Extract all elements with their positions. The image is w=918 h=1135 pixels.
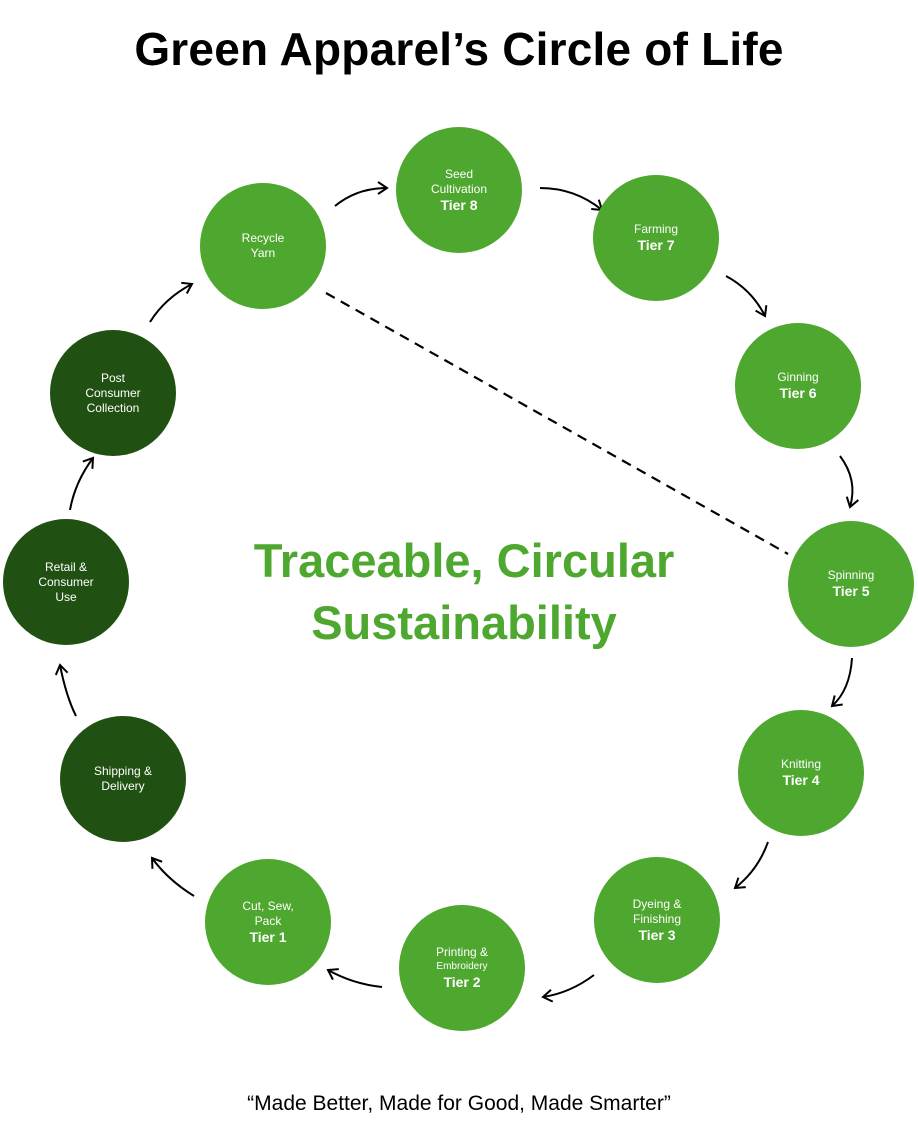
node-label-line: Consumer bbox=[38, 574, 94, 589]
node-tier-label: Tier 5 bbox=[832, 583, 870, 599]
flow-arrow bbox=[839, 455, 859, 509]
center-heading-line-1: Traceable, Circular bbox=[253, 534, 675, 587]
flow-arrow bbox=[539, 187, 604, 212]
node-label-line: Dyeing & bbox=[632, 896, 682, 911]
node-label-line: Seed bbox=[444, 166, 474, 181]
flow-arrow bbox=[733, 841, 769, 890]
flow-arrow bbox=[326, 968, 383, 988]
node-label-line: Pack bbox=[254, 913, 282, 928]
flow-arrow bbox=[149, 281, 194, 323]
node-label-line: Cultivation bbox=[430, 181, 488, 196]
node-label-line: Ginning bbox=[777, 370, 819, 384]
node-tier-label: Tier 6 bbox=[779, 385, 817, 401]
flow-arrow bbox=[69, 456, 95, 511]
node-label-line: Shipping & bbox=[93, 764, 153, 778]
node-tier-label: Tier 2 bbox=[443, 974, 481, 990]
flow-arrow bbox=[541, 974, 595, 1003]
node-tier-label: Tier 1 bbox=[249, 928, 287, 945]
node-label-line: Collection bbox=[86, 400, 140, 415]
flow-arrow bbox=[830, 657, 853, 708]
flow-arrow bbox=[725, 275, 768, 318]
tagline: “Made Better, Made for Good, Made Smarte… bbox=[247, 1092, 671, 1115]
flow-arrow bbox=[54, 663, 77, 717]
recycle-link-dashed-line bbox=[325, 292, 789, 555]
node-tier-label: Tier 8 bbox=[440, 196, 478, 213]
node-tier-label: Tier 7 bbox=[637, 237, 675, 253]
node-label-line: Consumer bbox=[85, 385, 141, 400]
node-label-line: Use bbox=[55, 589, 77, 604]
node-label-line: Spinning bbox=[827, 568, 875, 582]
node-label-line: Delivery bbox=[101, 779, 145, 793]
node-label-line: Knitting bbox=[780, 757, 822, 771]
node-tier-label: Tier 3 bbox=[638, 926, 676, 943]
flow-arrow bbox=[334, 181, 389, 207]
flow-arrows bbox=[54, 181, 859, 1003]
node-label-line: Retail & bbox=[44, 559, 88, 574]
node-label-line: Embroidery bbox=[436, 961, 488, 972]
node-label-line: Post bbox=[100, 370, 125, 385]
flow-arrow bbox=[150, 856, 195, 897]
node-label-line: Recycle bbox=[241, 231, 285, 245]
diagram-title: Green Apparel’s Circle of Life bbox=[134, 23, 784, 75]
node-tier-label: Tier 4 bbox=[782, 772, 820, 788]
node-label-line: Farming bbox=[633, 222, 678, 236]
node-label-line: Printing & bbox=[435, 945, 489, 959]
node-shipping-delivery: Shipping &Delivery bbox=[60, 716, 186, 842]
node-label-line: Finishing bbox=[632, 911, 682, 926]
center-heading: Traceable, Circular Sustainability bbox=[200, 530, 728, 654]
center-heading-line-2: Sustainability bbox=[311, 596, 617, 649]
node-label-line: Cut, Sew, bbox=[242, 898, 294, 913]
node-label-line: Yarn bbox=[250, 246, 276, 260]
